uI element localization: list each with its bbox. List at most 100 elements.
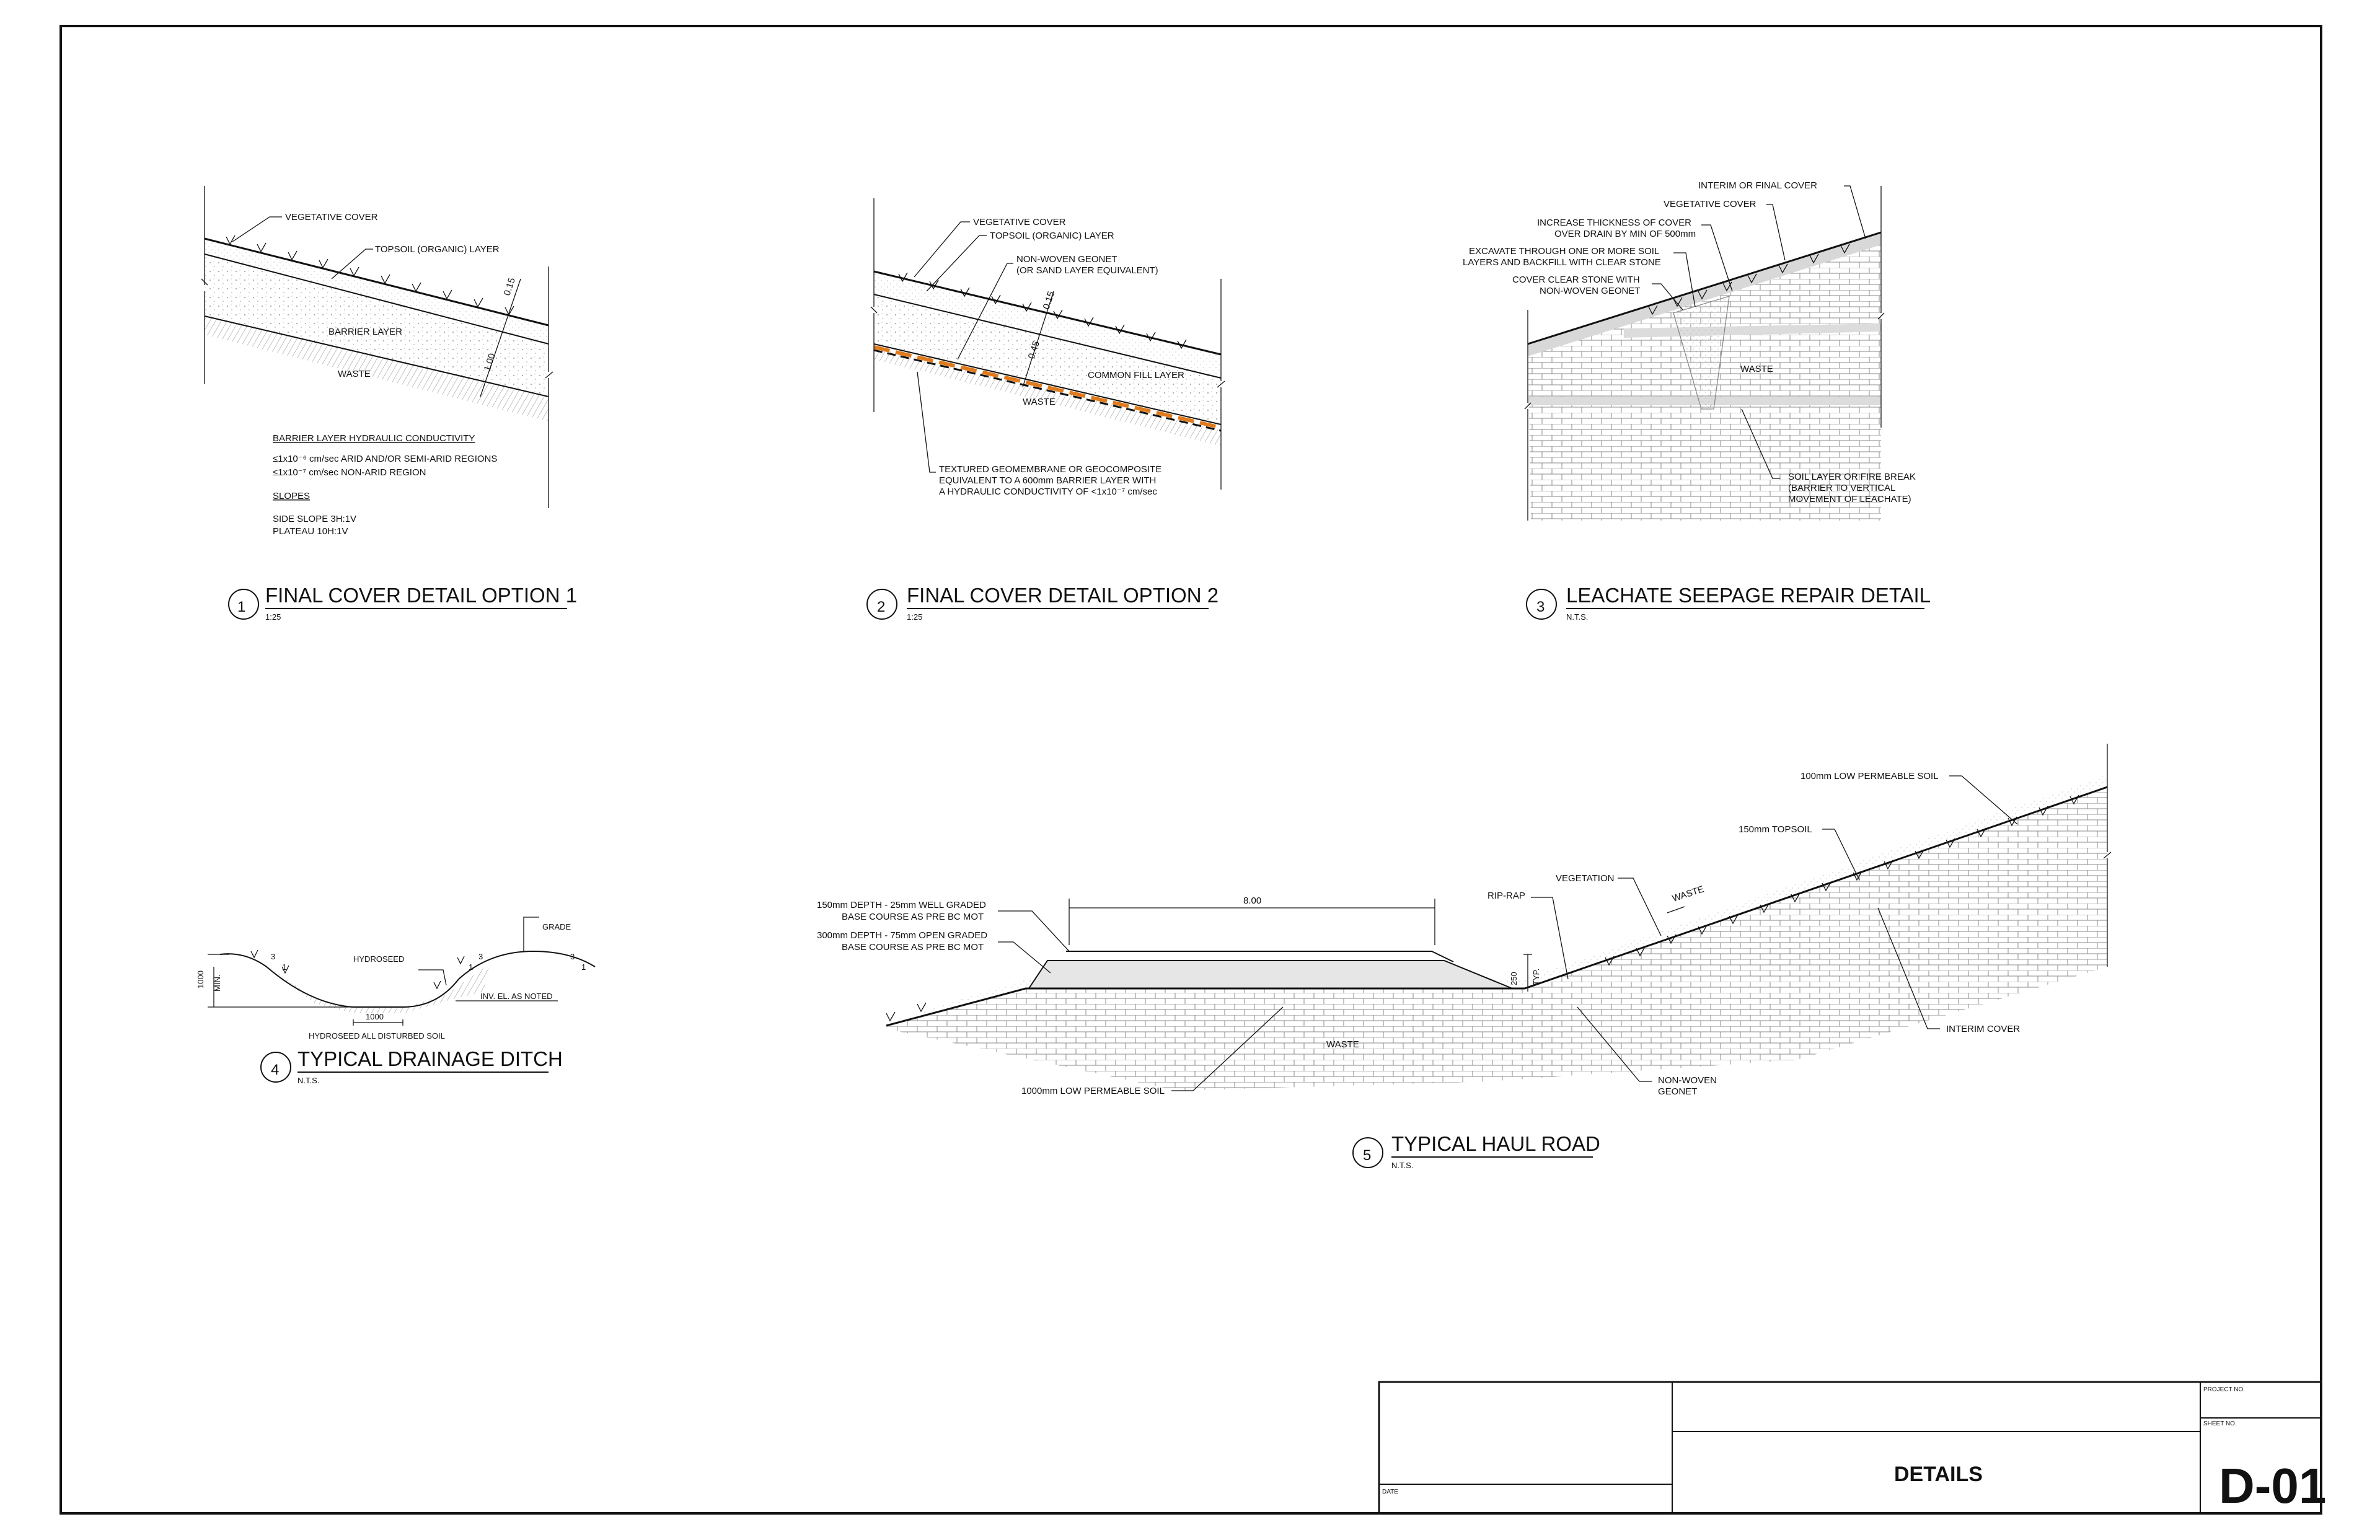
detail-5-base-1b: BASE COURSE AS PRE BC MOT xyxy=(842,912,984,922)
detail-3-label-increase-2: OVER DRAIN BY MIN OF 500mm xyxy=(1554,229,1696,239)
detail-3-label-vegetative-cover: VEGETATIVE COVER xyxy=(1664,199,1756,209)
detail-4-min: MIN. xyxy=(213,975,222,992)
detail-3-label-cover-stone-1: COVER CLEAR STONE WITH xyxy=(1512,275,1640,285)
detail-1-label-vegetative-cover: VEGETATIVE COVER xyxy=(285,212,378,222)
detail-4-slope-3b: 3 xyxy=(478,952,483,961)
detail-5-base-2a: 300mm DEPTH - 75mm OPEN GRADED xyxy=(817,930,987,941)
detail-2-number: 2 xyxy=(877,599,885,615)
detail-2-bubble xyxy=(866,589,897,620)
detail-5-topsoil: 150mm TOPSOIL xyxy=(1739,824,1812,835)
detail-1-label-waste: WASTE xyxy=(338,369,371,379)
detail-3-label-cover-stone-2: NON-WOVEN GEONET xyxy=(1540,286,1641,296)
detail-2-common-fill xyxy=(874,294,1221,425)
detail-3-label-soil-3: MOVEMENT OF LEACHATE) xyxy=(1788,494,1911,504)
detail-5-scale: N.T.S. xyxy=(1391,1161,1413,1170)
title-block: DATE PROJECT NO. SHEET NO. DETAILS D-01 xyxy=(1378,1381,2326,1515)
detail-1-barrier-layer xyxy=(205,254,549,397)
detail-2-title: FINAL COVER DETAIL OPTION 2 xyxy=(907,584,1219,607)
detail-5-geonet-1: NON-WOVEN xyxy=(1658,1075,1717,1086)
detail-3-label-excavate-1: EXCAVATE THROUGH ONE OR MORE SOIL xyxy=(1469,246,1659,257)
detail-4-depth: 1000 xyxy=(196,970,205,988)
detail-1-note-slopes: SLOPES xyxy=(273,491,310,501)
detail-4-slope-1a: 1 xyxy=(282,962,286,972)
detail-5-low-permeable-2: 100mm LOW PERMEABLE SOIL xyxy=(1800,771,1939,781)
detail-1-label-topsoil: TOPSOIL (ORGANIC) LAYER xyxy=(375,244,500,255)
detail-4-title: TYPICAL DRAINAGE DITCH xyxy=(298,1047,563,1070)
detail-2-label-waste: WASTE xyxy=(1023,397,1056,407)
detail-5-vegetation: VEGETATION xyxy=(1556,873,1614,884)
detail-1-note-4: PLATEAU 10H:1V xyxy=(273,526,348,537)
detail-3-label-soil-1: SOIL LAYER OR FIRE BREAK xyxy=(1788,472,1916,482)
title-block-sheet-number: D-01 xyxy=(2219,1458,2326,1513)
detail-1-note-1: ≤1x10⁻⁶ cm/sec ARID AND/OR SEMI-ARID REG… xyxy=(273,454,497,464)
detail-1-title: FINAL COVER DETAIL OPTION 1 xyxy=(265,584,577,607)
detail-4-grade-label: GRADE xyxy=(542,922,571,931)
detail-5-low-permeable: 1000mm LOW PERMEABLE SOIL xyxy=(1021,1086,1165,1096)
detail-4-bottom-width: 1000 xyxy=(366,1012,384,1021)
detail-3-scale: N.T.S. xyxy=(1566,612,1588,622)
detail-2-vegetation-marks xyxy=(898,272,1187,350)
detail-1-final-cover-option-1: 0.15 1.00 VEGETATIVE COVER TOPSOIL (ORGA… xyxy=(201,186,577,622)
detail-2-dim-topsoil: 0.15 xyxy=(1041,290,1057,310)
detail-2-label-geonet-2: (OR SAND LAYER EQUIVALENT) xyxy=(1016,265,1158,276)
detail-3-label-waste: WASTE xyxy=(1740,364,1773,374)
detail-3-label-increase-1: INCREASE THICKNESS OF COVER xyxy=(1537,218,1691,228)
detail-4-slope-1b: 1 xyxy=(469,962,473,972)
detail-1-number: 1 xyxy=(237,599,245,615)
detail-2-label-geomembrane-1: TEXTURED GEOMEMBRANE OR GEOCOMPOSITE xyxy=(939,464,1161,475)
detail-4-drainage-ditch: 1000 MIN. 1000 HYDROSEED ALL DISTURBED S… xyxy=(196,917,596,1085)
detail-5-bubble xyxy=(1352,1137,1383,1168)
detail-3-label-excavate-2: LAYERS AND BACKFILL WITH CLEAR STONE xyxy=(1463,257,1661,268)
detail-4-scale: N.T.S. xyxy=(298,1076,319,1085)
detail-4-slope-3a: 3 xyxy=(271,952,275,961)
detail-3-leachate-seepage-repair: INTERIM OR FINAL COVER VEGETATIVE COVER … xyxy=(1463,180,1931,622)
detail-4-number: 4 xyxy=(271,1062,279,1078)
title-block-sheet-title: DETAILS xyxy=(1894,1463,1983,1486)
detail-1-scale: 1:25 xyxy=(265,612,281,622)
title-block-project-no-label: PROJECT NO. xyxy=(2203,1386,2245,1393)
detail-5-typ: TYP. xyxy=(1532,969,1541,985)
detail-2-label-geomembrane-2: EQUIVALENT TO A 600mm BARRIER LAYER WITH xyxy=(939,475,1156,486)
title-block-date-label: DATE xyxy=(1382,1489,1398,1495)
detail-5-base-courses xyxy=(1028,960,1513,989)
detail-3-clear-stone-drain xyxy=(1673,296,1730,410)
detail-1-note-2: ≤1x10⁻⁷ cm/sec NON-ARID REGION xyxy=(273,467,426,478)
detail-3-number: 3 xyxy=(1536,599,1545,615)
detail-5-waste-fill xyxy=(886,787,2107,1091)
detail-2-label-common-fill: COMMON FILL LAYER xyxy=(1088,370,1184,381)
detail-5-base-2b: BASE COURSE AS PRE BC MOT xyxy=(842,942,984,953)
detail-5-waste-2: WASTE xyxy=(1671,884,1705,904)
detail-3-bubble xyxy=(1526,589,1557,620)
detail-3-label-soil-2: (BARRIER TO VERTICAL xyxy=(1788,483,1895,493)
detail-1-vegetation-marks xyxy=(226,235,514,316)
detail-4-slope-3c: 3 xyxy=(570,952,575,961)
detail-3-vegetation-marks xyxy=(1648,244,1850,315)
detail-1-bubble xyxy=(228,589,259,620)
detail-1-label-barrier: BARRIER LAYER xyxy=(328,327,402,337)
detail-5-road-width: 8.00 xyxy=(1243,895,1261,906)
detail-4-slope-1c: 1 xyxy=(581,962,586,972)
detail-1-waste-fill xyxy=(205,316,549,421)
detail-3-label-interim: INTERIM OR FINAL COVER xyxy=(1698,180,1817,191)
detail-5-haul-road: 8.00 250 TYP. 150mm DEPTH - 25mm WELL GR… xyxy=(817,744,2112,1170)
detail-5-number: 5 xyxy=(1363,1147,1371,1164)
detail-5-interim-cover: INTERIM COVER xyxy=(1946,1024,2020,1034)
detail-4-bubble xyxy=(260,1052,291,1083)
detail-2-label-geomembrane-3: A HYDRAULIC CONDUCTIVITY OF <1x10⁻⁷ cm/s… xyxy=(939,486,1157,497)
detail-5-rip-rap: RIP-RAP xyxy=(1488,891,1525,901)
sheet-border xyxy=(60,25,2322,1515)
detail-5-geonet-2: GEONET xyxy=(1658,1086,1697,1097)
detail-2-label-topsoil: TOPSOIL (ORGANIC) LAYER xyxy=(990,231,1114,241)
detail-1-note-heading: BARRIER LAYER HYDRAULIC CONDUCTIVITY xyxy=(273,433,475,444)
detail-5-waste: WASTE xyxy=(1326,1039,1359,1050)
title-block-sheet-no-label: SHEET NO. xyxy=(2203,1420,2237,1427)
detail-2-geomembrane xyxy=(873,345,1222,429)
detail-2-label-geonet-1: NON-WOVEN GEONET xyxy=(1016,254,1117,265)
detail-4-hydroseed: HYDROSEED xyxy=(353,954,404,964)
detail-2-final-cover-option-2: 0.15 0.45 VEGETATIVE COVER TOPSOIL (ORGA… xyxy=(866,198,1225,622)
detail-4-vegetation-marks xyxy=(250,949,465,990)
detail-3-title: LEACHATE SEEPAGE REPAIR DETAIL xyxy=(1566,584,1931,607)
detail-5-title: TYPICAL HAUL ROAD xyxy=(1391,1132,1600,1155)
detail-2-label-vegetative-cover: VEGETATIVE COVER xyxy=(973,217,1066,227)
